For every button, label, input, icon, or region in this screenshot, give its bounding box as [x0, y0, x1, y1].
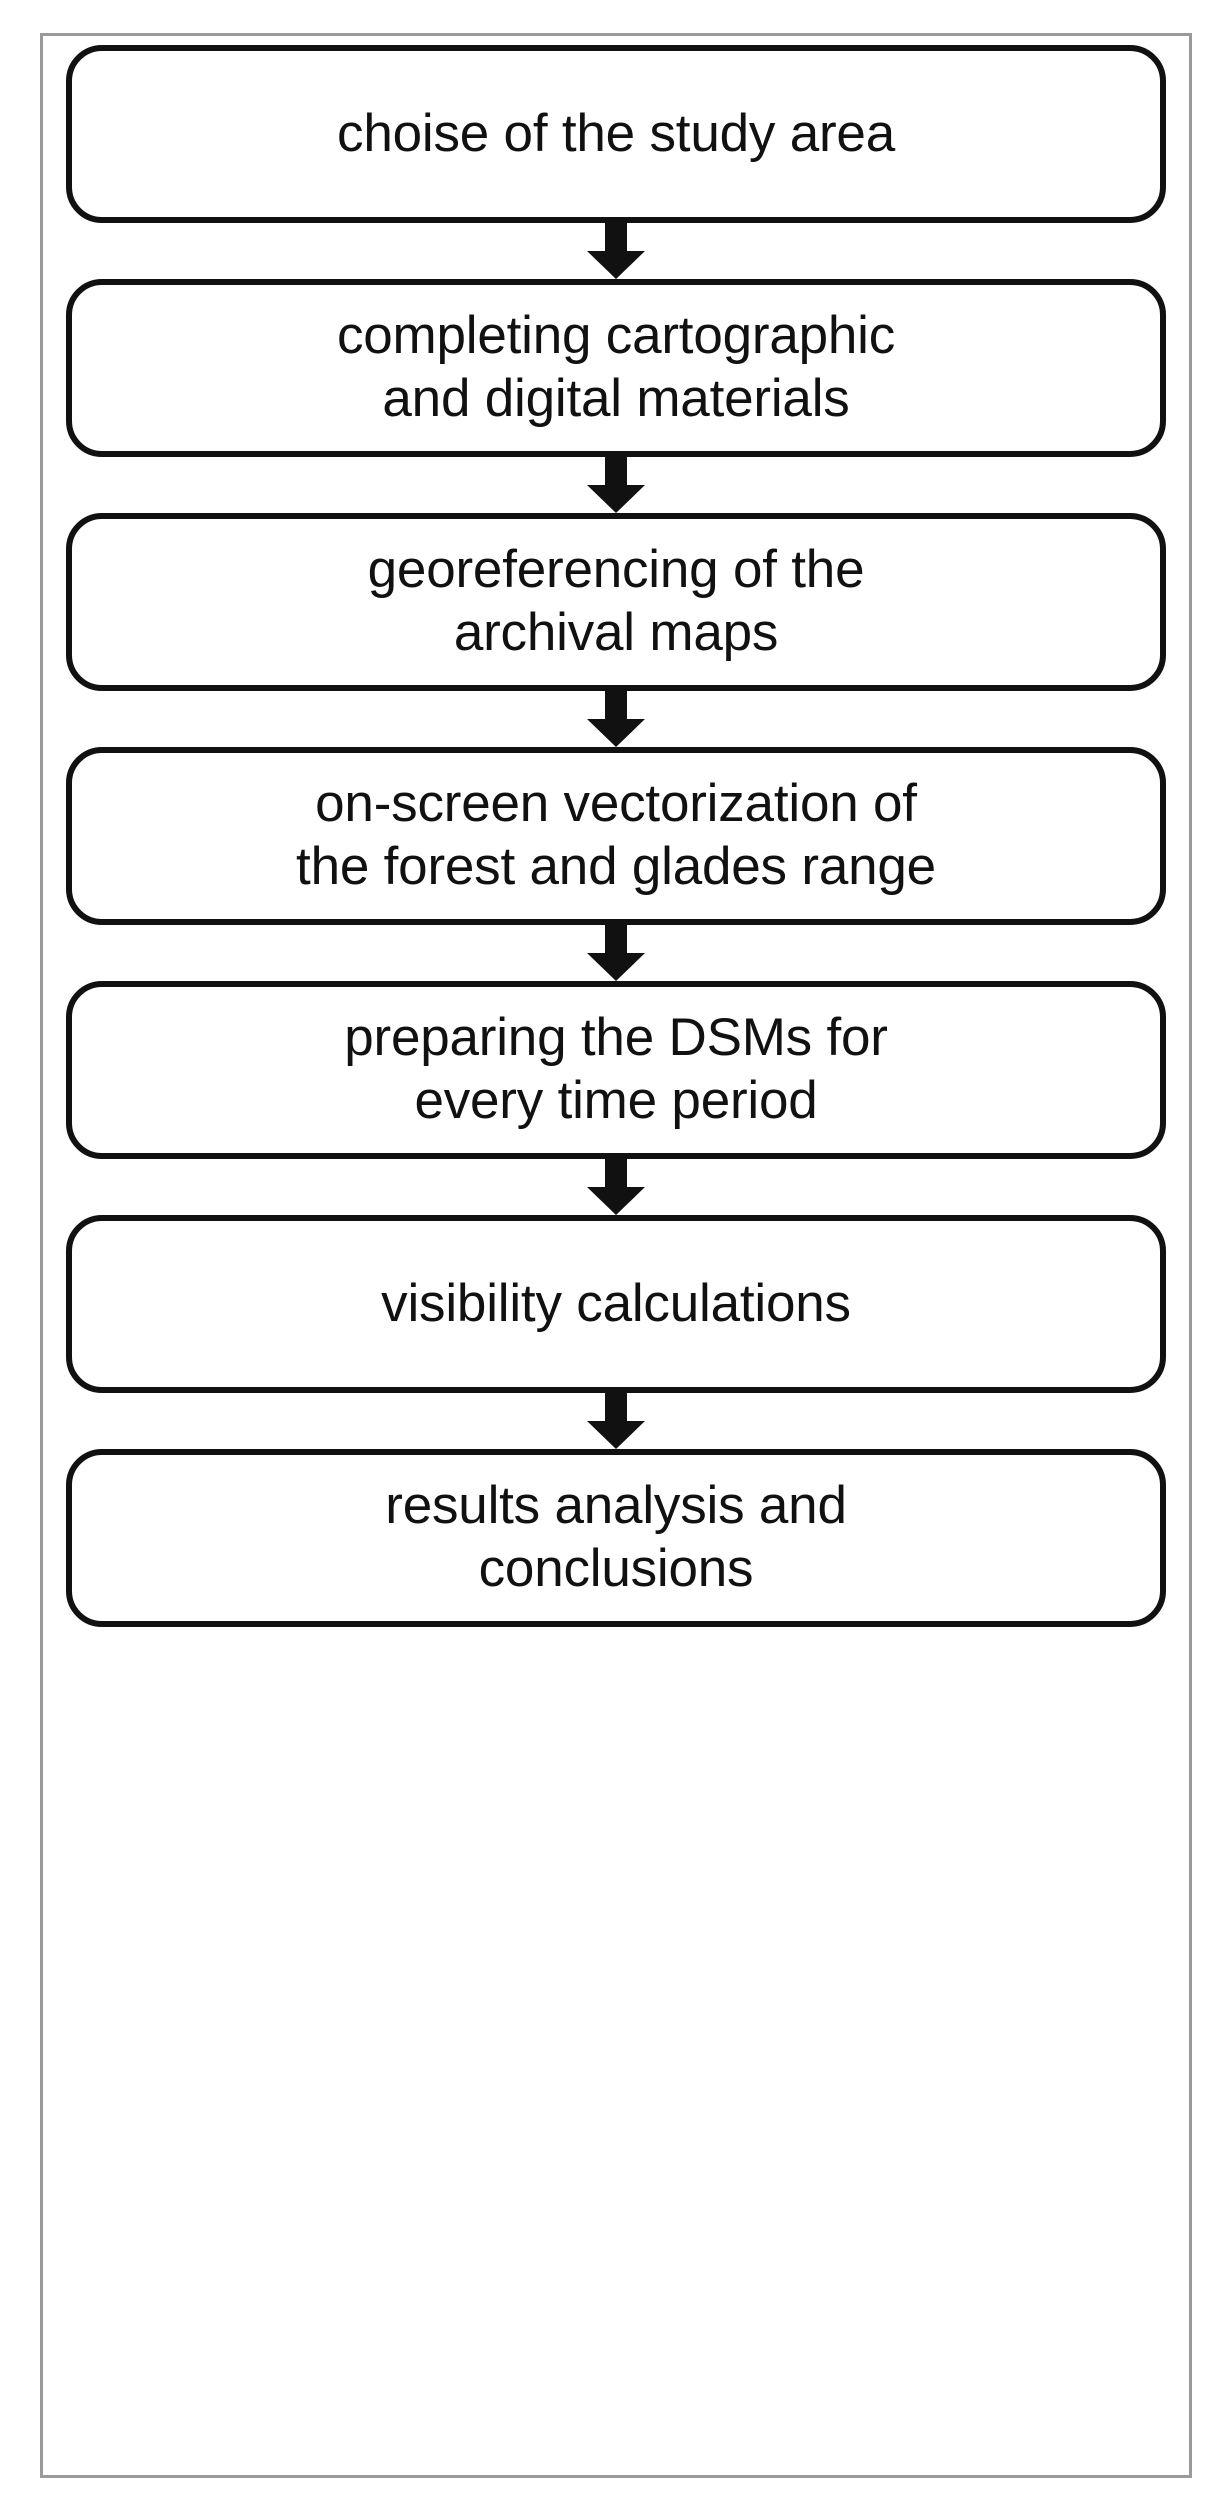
- arrow-down-icon: [577, 1159, 655, 1215]
- arrow-down-icon: [577, 1393, 655, 1449]
- flow-node-label: preparing the DSMs for every time period: [344, 1008, 888, 1130]
- arrow-down-icon: [577, 691, 655, 747]
- flowchart-frame: choise of the study area completing cart…: [40, 33, 1192, 2478]
- flow-node-label: on-screen vectorization of the forest an…: [296, 774, 936, 896]
- flow-node-label: completing cartographic and digital mate…: [336, 306, 896, 428]
- flow-node-step-7[interactable]: results analysis and conclusions: [66, 1449, 1166, 1627]
- flow-node-label: georeferencing of the archival maps: [367, 540, 865, 662]
- flow-node-step-1[interactable]: choise of the study area: [66, 45, 1166, 223]
- arrow-down-icon: [577, 223, 655, 279]
- flow-node-step-3[interactable]: georeferencing of the archival maps: [66, 513, 1166, 691]
- flow-node-step-2[interactable]: completing cartographic and digital mate…: [66, 279, 1166, 457]
- flow-node-step-4[interactable]: on-screen vectorization of the forest an…: [66, 747, 1166, 925]
- flow-node-label: results analysis and conclusions: [385, 1476, 847, 1598]
- arrow-down-icon: [577, 925, 655, 981]
- arrow-down-icon: [577, 457, 655, 513]
- flow-node-label: visibility calculations: [381, 1273, 851, 1333]
- flow-node-step-6[interactable]: visibility calculations: [66, 1215, 1166, 1393]
- flow-node-step-5[interactable]: preparing the DSMs for every time period: [66, 981, 1166, 1159]
- flowchart-node-stack: choise of the study area completing cart…: [43, 36, 1189, 2475]
- flow-node-label: choise of the study area: [337, 103, 895, 163]
